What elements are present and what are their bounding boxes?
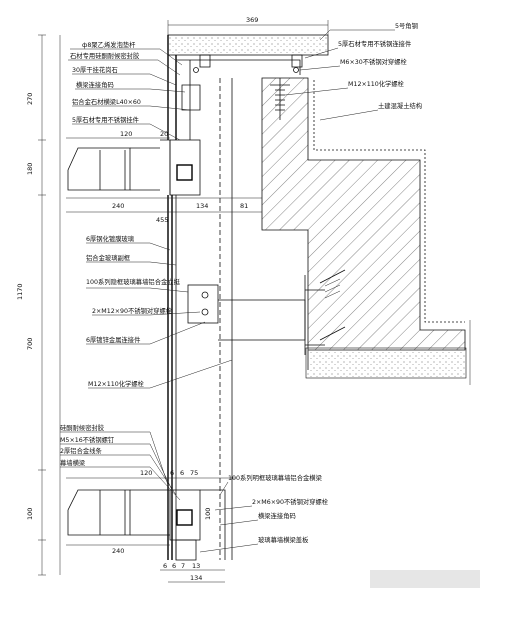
dim-top-width: 369 bbox=[246, 16, 258, 24]
label-granite: 30厚干挂花岗石 bbox=[72, 65, 118, 74]
top-coping bbox=[167, 34, 329, 140]
dim-left-100: 100 bbox=[26, 508, 34, 520]
leader-lines bbox=[60, 29, 395, 553]
label-stone-sealant: 石材专用硅酮耐候密封胶 bbox=[70, 51, 140, 60]
label-glass-subframe: 铝合金玻璃副框 bbox=[86, 253, 131, 262]
dim-left-700: 700 bbox=[26, 338, 34, 350]
dim-mid-240: 240 bbox=[112, 202, 124, 210]
label-angle-steel: 5号角钢 bbox=[395, 21, 418, 30]
upper-panel bbox=[67, 139, 201, 196]
label-m6x90-bolt: 2×M6×90不锈钢对穿螺栓 bbox=[252, 497, 329, 506]
dim-mid-20: 20 bbox=[160, 130, 168, 138]
label-m12x90-bolt: 2×M12×90不锈钢对穿螺栓 bbox=[92, 306, 173, 315]
labels-top-right: 5号角钢 5厚石材专用不锈钢连接件 M6×30不锈钢对穿螺栓 M12×110化学… bbox=[338, 21, 422, 110]
dim-bottom-13: 13 bbox=[192, 562, 200, 570]
dim-low-75: 75 bbox=[190, 469, 198, 477]
label-exposed-frame-transom: 100系列明框玻璃幕墙铝合金横梁 bbox=[228, 473, 323, 482]
mullion-and-glass bbox=[167, 78, 346, 560]
label-transom-bracket: 横梁连接角码 bbox=[76, 80, 114, 89]
label-silicone-sealant: 硅酮耐候密封胶 bbox=[60, 423, 105, 432]
label-tempered-glass: 6厚钢化镀膜玻璃 bbox=[86, 234, 134, 243]
dim-mid-455: 455 bbox=[156, 216, 168, 224]
dim-mid-120: 120 bbox=[120, 130, 132, 138]
dim-mid-81: 81 bbox=[240, 202, 248, 210]
label-m6-bolt: M6×30不锈钢对穿螺栓 bbox=[340, 57, 408, 66]
label-transom-bracket-lower: 横梁连接角码 bbox=[258, 511, 296, 520]
label-stainless-hanger: 5厚石材专用不锈钢挂件 bbox=[72, 115, 139, 124]
dim-bottom-6a: 6 bbox=[163, 562, 167, 570]
dimension-texts: 369 270 180 700 100 1170 120 20 240 134 … bbox=[16, 16, 258, 582]
dim-low-6a: 6 bbox=[170, 469, 174, 477]
dim-low-100: 100 bbox=[204, 508, 212, 520]
dimension-lines bbox=[38, 20, 471, 583]
watermark-block bbox=[370, 570, 480, 588]
label-concrete-structure: 土建混凝土结构 bbox=[378, 101, 422, 110]
label-aluminum-strip: 2厚铝合金线条 bbox=[60, 446, 102, 455]
label-transom-cover: 玻璃幕墙横梁盖板 bbox=[258, 535, 309, 544]
label-m12-chem-bolt-top: M12×110化学螺栓 bbox=[348, 79, 405, 88]
dim-left-180: 180 bbox=[26, 163, 34, 175]
labels-top-left: ф8聚乙烯发泡垫杆 石材专用硅酮耐候密封胶 30厚干挂花岗石 横梁连接角码 铝合… bbox=[70, 40, 141, 124]
label-stone-connector: 5厚石材专用不锈钢连接件 bbox=[338, 39, 411, 48]
dim-left-1170: 1170 bbox=[16, 283, 24, 300]
labels-mid-left: 6厚钢化镀膜玻璃 铝合金玻璃副框 100系列隐框玻璃幕墙铝合金立挺 2×M12×… bbox=[86, 234, 181, 388]
label-m5-screw: M5×16不锈钢螺钉 bbox=[60, 435, 115, 444]
label-hidden-frame-mullion: 100系列隐框玻璃幕墙铝合金立挺 bbox=[86, 277, 181, 286]
dim-bottom-134: 134 bbox=[190, 574, 202, 582]
label-aluminum-stone-transom: 铝合金石材横梁L40×60 bbox=[72, 97, 141, 106]
dim-low-240: 240 bbox=[112, 547, 124, 555]
labels-lower-right: 100系列明框玻璃幕墙铝合金横梁 2×M6×90不锈钢对穿螺栓 横梁连接角码 玻… bbox=[228, 473, 329, 544]
labels-lower-left: 硅酮耐候密封胶 M5×16不锈钢螺钉 2厚铝合金线条 幕墙横梁 bbox=[60, 423, 115, 467]
label-curtain-transom: 幕墙横梁 bbox=[60, 458, 86, 467]
label-galvanized-connector: 6厚镀锌金属连接件 bbox=[86, 335, 140, 344]
lower-transom bbox=[67, 489, 226, 561]
dim-bottom-6b: 6 bbox=[172, 562, 176, 570]
dim-mid-134: 134 bbox=[196, 202, 208, 210]
dim-bottom-7: 7 bbox=[181, 562, 185, 570]
concrete-structure bbox=[261, 77, 467, 379]
dim-left-270: 270 bbox=[26, 93, 34, 105]
dim-low-6b: 6 bbox=[180, 469, 184, 477]
label-foam-rod: ф8聚乙烯发泡垫杆 bbox=[82, 40, 136, 49]
label-m12-chem-bolt-mid: M12×110化学螺栓 bbox=[88, 379, 145, 388]
dim-low-120: 120 bbox=[140, 469, 152, 477]
